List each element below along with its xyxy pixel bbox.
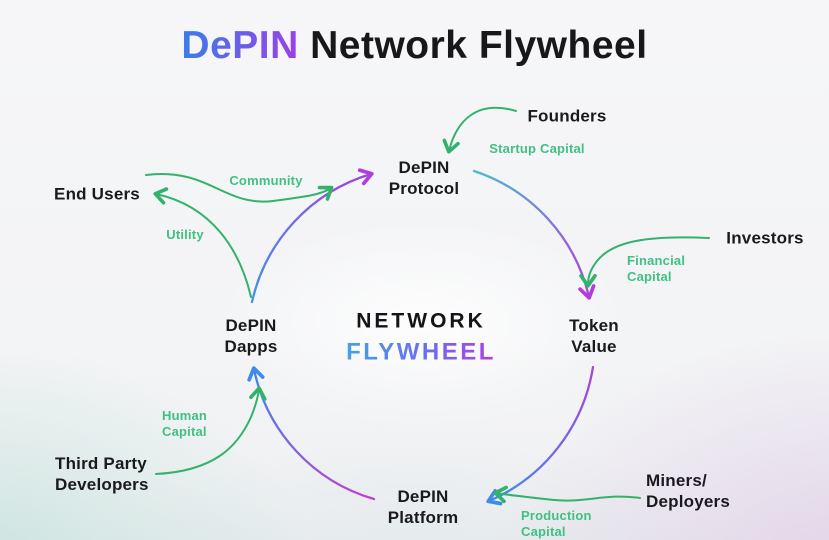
node-depin-dapps-line1: DePIN <box>225 315 277 335</box>
node-depin-dapps-line2: Dapps <box>224 337 278 356</box>
node-depin-platform: DePIN Platform <box>388 486 459 528</box>
arrow-founders-to-protocol <box>442 106 517 154</box>
arc-protocol-to-token-value <box>472 169 596 300</box>
flow-label-financial-line1: Financial <box>627 253 686 268</box>
node-depin-protocol: DePIN Protocol <box>389 157 460 199</box>
flow-label-human-capital: Human Capital <box>162 408 207 439</box>
flow-label-financial-line2: Capital <box>627 268 672 284</box>
flow-label-human-line1: Human <box>162 408 208 423</box>
actor-investors: Investors <box>726 228 804 248</box>
center-label-flywheel: FLYWHEEL <box>346 338 496 366</box>
actor-miners-line1: Miners/ <box>646 471 707 490</box>
title-plain-text: Network Flywheel <box>298 24 648 67</box>
arrow-miners-to-platform <box>493 485 641 504</box>
flow-label-startup-capital: Startup Capital <box>489 141 585 157</box>
actor-thirdparty-line1: Third Party <box>55 454 147 473</box>
node-depin-protocol-line2: Protocol <box>388 179 460 198</box>
actor-third-party-developers: Third Party Developers <box>55 453 149 495</box>
center-network-flywheel-label: NETWORK FLYWHEEL <box>346 310 496 367</box>
flow-label-utility: Utility <box>166 227 204 243</box>
node-depin-platform-line2: Platform <box>387 508 459 527</box>
node-token-value-line2: Value <box>571 337 617 356</box>
node-depin-protocol-line1: DePIN <box>398 157 450 177</box>
arrow-dapps-to-endusers-utility <box>153 187 252 298</box>
actor-miners-deployers: Miners/ Deployers <box>646 470 730 512</box>
flow-label-financial-capital: Financial Capital <box>627 253 685 284</box>
flow-label-human-line2: Capital <box>162 423 207 439</box>
page-title: DePIN Network Flywheel <box>0 24 829 68</box>
arc-dapps-to-protocol <box>250 168 374 304</box>
arc-platform-to-dapps <box>247 366 376 501</box>
center-label-network: NETWORK <box>356 309 486 333</box>
node-token-value-line1: Token <box>569 315 619 335</box>
node-token-value: Token Value <box>569 315 619 357</box>
actor-founders: Founders <box>527 106 607 126</box>
flow-label-production-line2: Capital <box>521 523 566 539</box>
title-gradient-text: DePIN <box>181 24 299 67</box>
actor-thirdparty-line2: Developers <box>55 475 149 495</box>
node-depin-platform-line1: DePIN <box>397 486 449 506</box>
arrow-investors-to-token-value <box>579 236 710 288</box>
actor-miners-line2: Deployers <box>646 492 731 512</box>
flow-label-production-capital: Production Capital <box>521 508 592 539</box>
node-depin-dapps: DePIN Dapps <box>225 315 278 357</box>
flow-label-production-line1: Production <box>521 508 592 523</box>
actor-end-users: End Users <box>54 184 140 204</box>
arrow-endusers-to-protocol-community <box>145 172 334 203</box>
flow-label-community: Community <box>229 173 303 189</box>
arc-token-value-to-platform <box>486 365 595 506</box>
arrow-thirdparty-to-dapps <box>155 386 267 475</box>
